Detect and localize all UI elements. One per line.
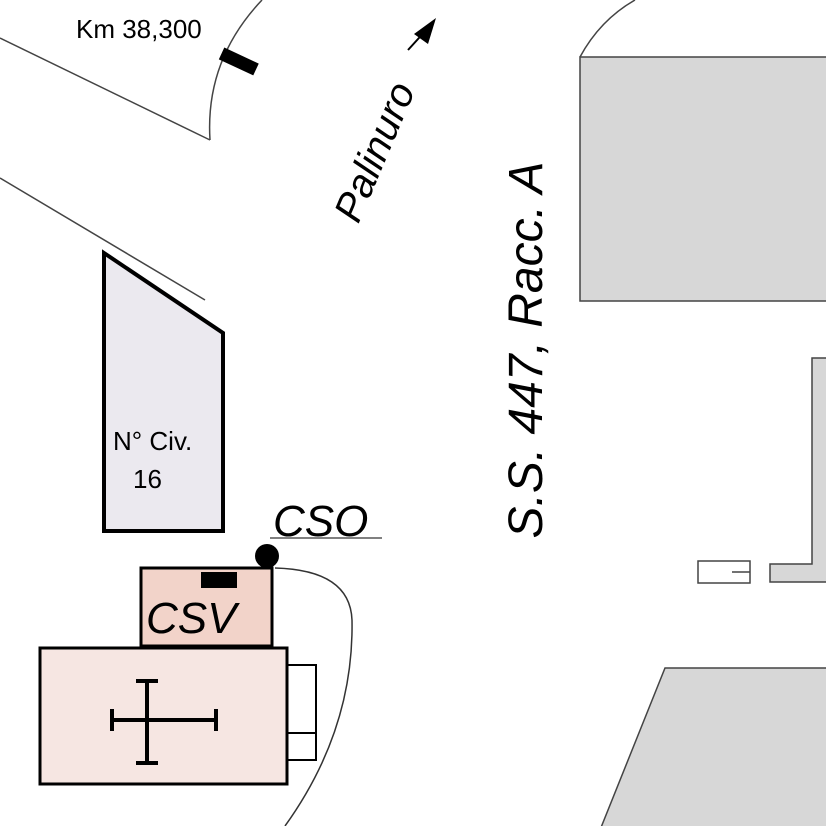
km-marker-bar bbox=[218, 47, 259, 76]
block-middle-right bbox=[769, 357, 826, 583]
cross-icon bbox=[110, 679, 218, 765]
csv-label: CSV bbox=[146, 594, 237, 643]
civic-number-label: 16 bbox=[133, 464, 162, 494]
csv-marker-bar bbox=[201, 572, 237, 588]
church-building bbox=[38, 646, 289, 786]
cso-label: CSO bbox=[273, 497, 369, 546]
cso-point-icon bbox=[255, 544, 279, 568]
block-lower-right bbox=[600, 667, 826, 826]
roundabout-arc-top-right bbox=[579, 0, 636, 58]
road-name-label: S.S. 447, Racc. A bbox=[500, 161, 553, 539]
church-annex bbox=[285, 664, 317, 761]
curb-arc-lower-left bbox=[274, 567, 353, 826]
arrow-head bbox=[414, 18, 436, 44]
civic-prefix-label: N° Civ. bbox=[113, 426, 193, 456]
civic-building-16 bbox=[102, 249, 225, 533]
km-marker-label: Km 38,300 bbox=[76, 14, 202, 44]
roundabout-arc-left bbox=[208, 0, 263, 141]
road-edge-upper bbox=[0, 37, 211, 141]
road-edge-lower bbox=[0, 177, 206, 301]
block-upper-right bbox=[579, 56, 826, 302]
